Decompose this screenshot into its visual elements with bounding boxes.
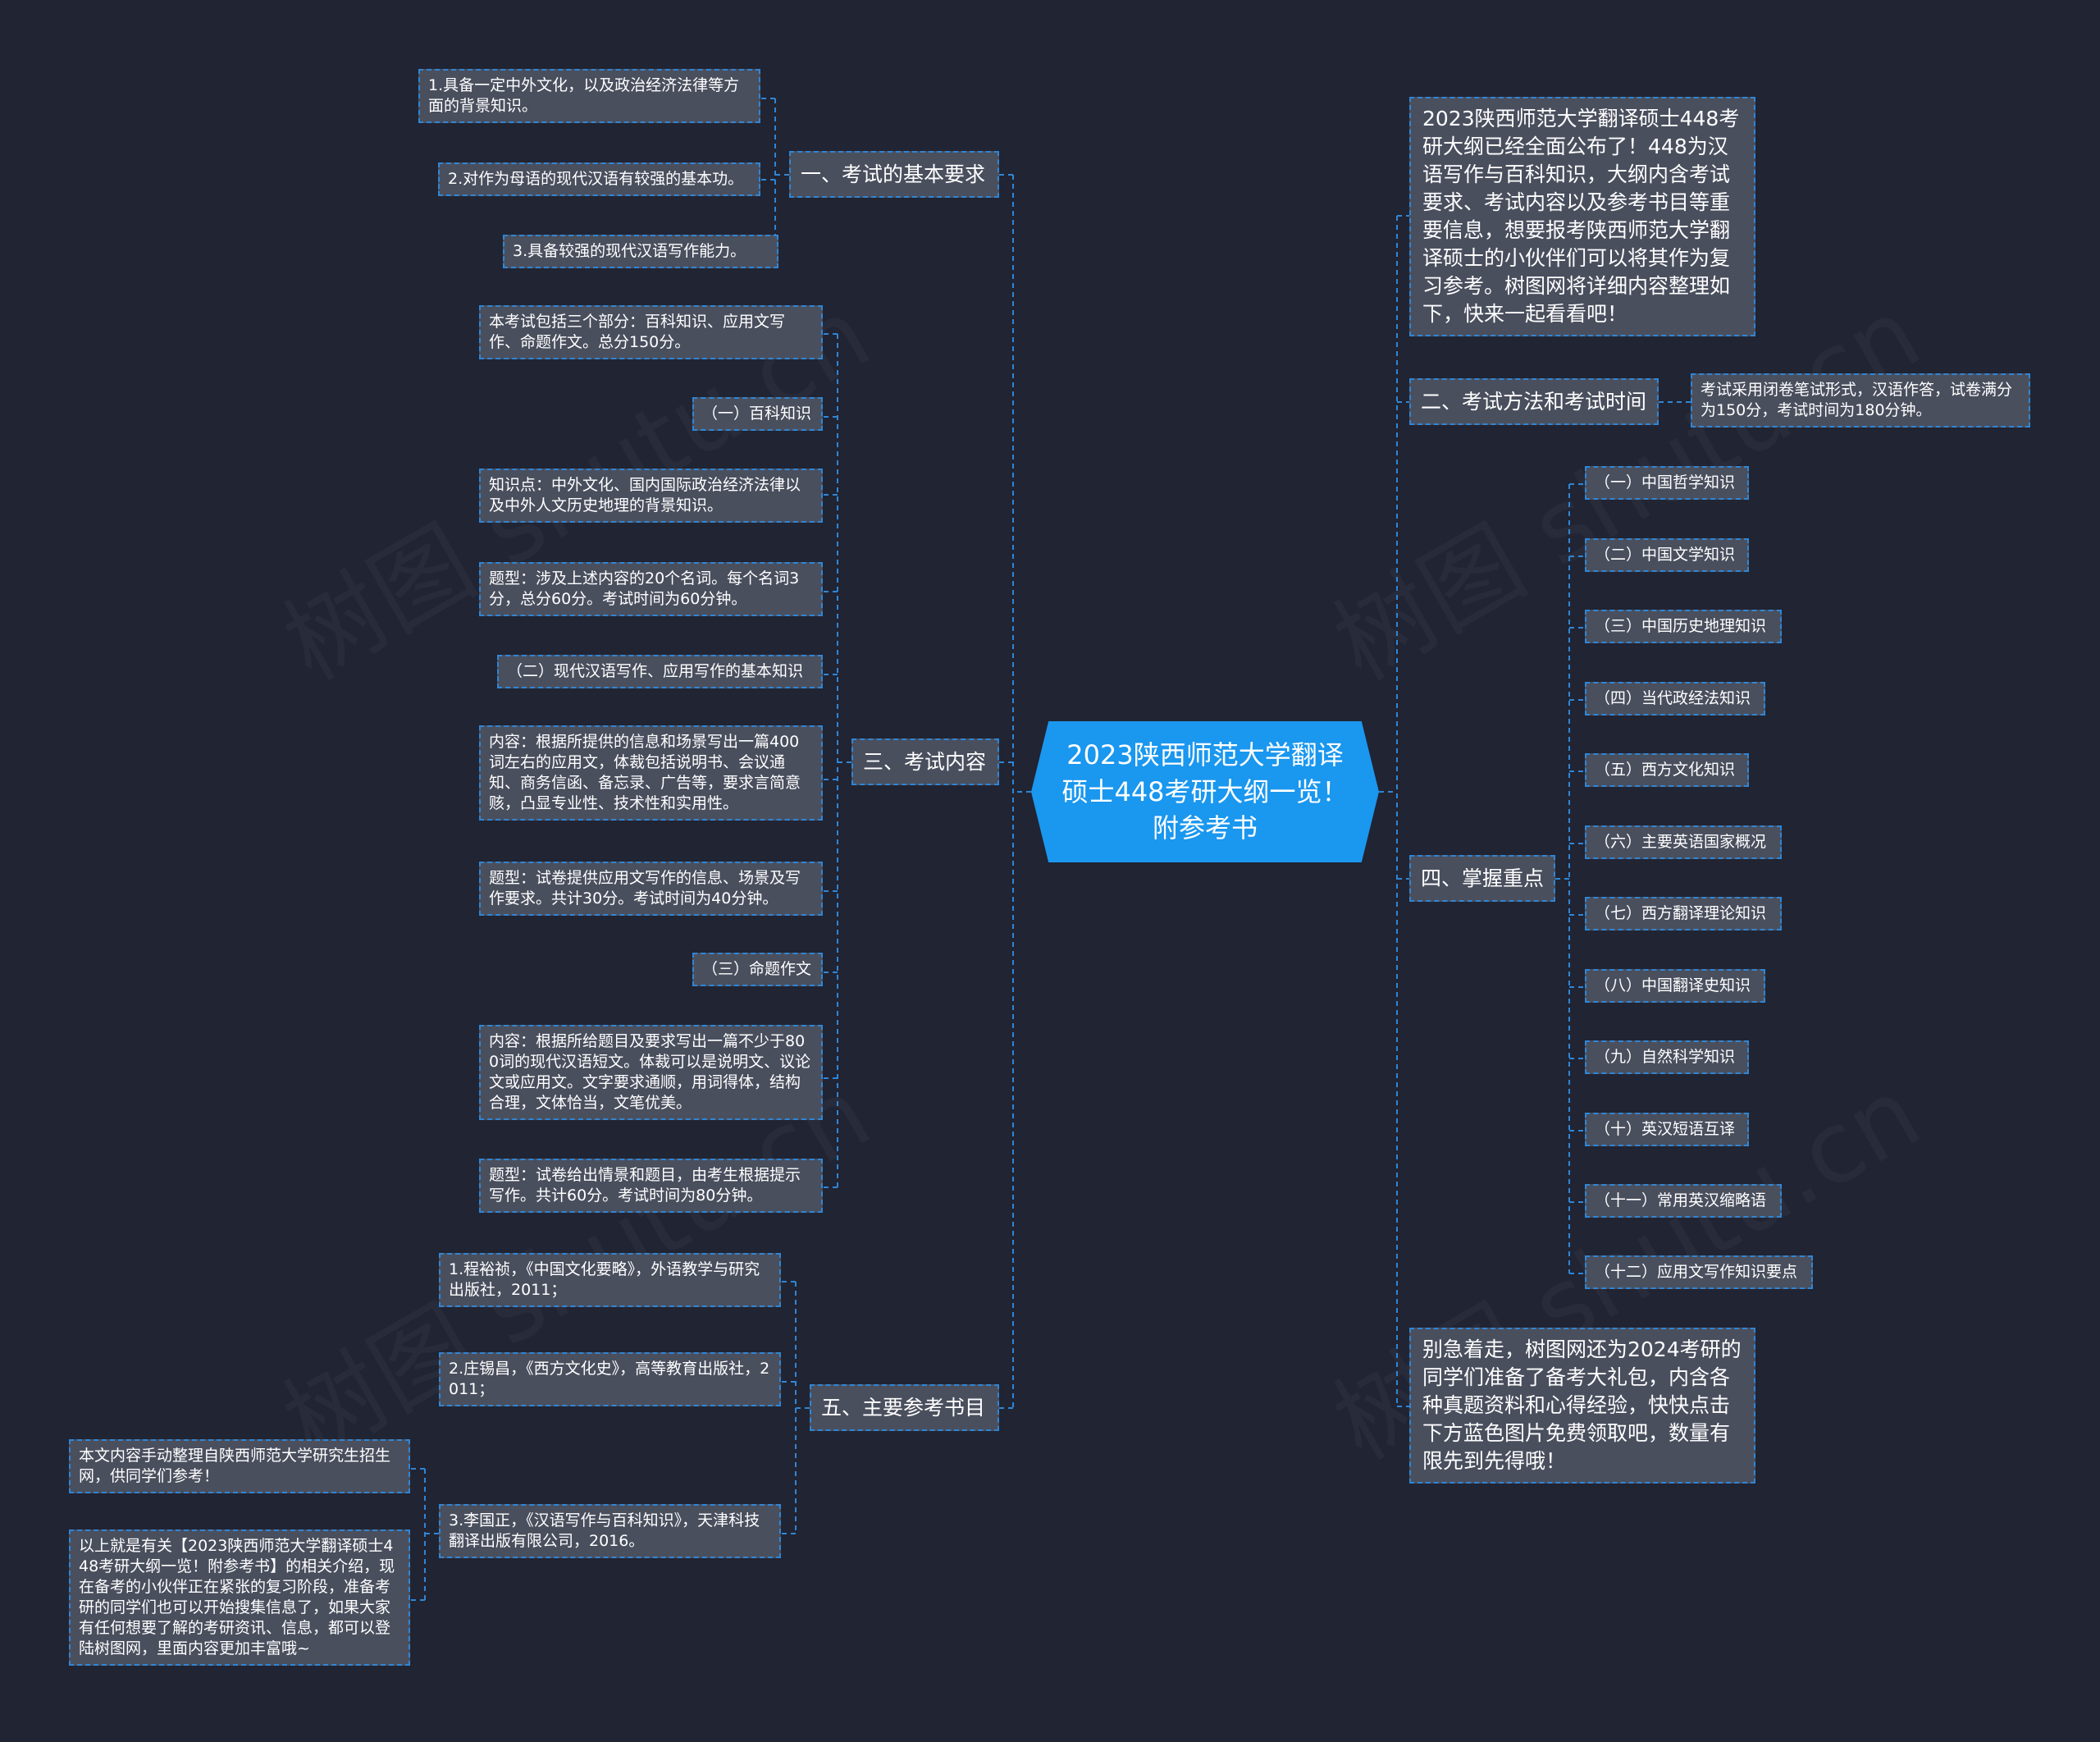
leaf-section-writing[interactable]: （二）现代汉语写作、应用写作的基本知识 bbox=[497, 655, 823, 689]
leaf-source-note[interactable]: 本文内容手动整理自陕西师范大学研究生招生网，供同学们参考！ bbox=[69, 1439, 410, 1494]
leaf-key-point-5[interactable]: （五）西方文化知识 bbox=[1585, 753, 1749, 788]
leaf-key-point-7[interactable]: （七）西方翻译理论知识 bbox=[1585, 897, 1782, 931]
topic-reference-books[interactable]: 五、主要参考书目 bbox=[810, 1384, 999, 1431]
leaf-book-3[interactable]: 3.李国正，《汉语写作与百科知识》，天津科技翻译出版有限公司，2016。 bbox=[439, 1504, 781, 1559]
leaf-exam-parts[interactable]: 本考试包括三个部分：百科知识、应用文写作、命题作文。总分150分。 bbox=[479, 305, 823, 360]
leaf-section-encyclopedia[interactable]: （一）百科知识 bbox=[692, 397, 823, 432]
leaf-key-point-4[interactable]: （四）当代政经法知识 bbox=[1585, 682, 1765, 716]
leaf-question-type-1[interactable]: 题型：涉及上述内容的20个名词。每个名词3分，总分60分。考试时间为60分钟。 bbox=[479, 562, 823, 617]
leaf-closing-note[interactable]: 以上就是有关【2023陕西师范大学翻译硕士448考研大纲一览！附参考书】的相关介… bbox=[69, 1529, 410, 1667]
leaf-question-type-2[interactable]: 题型：试卷提供应用文写作的信息、场景及写作要求。共计30分。考试时间为40分钟。 bbox=[479, 862, 823, 917]
leaf-section-essay[interactable]: （三）命题作文 bbox=[692, 953, 823, 987]
leaf-key-point-6[interactable]: （六）主要英语国家概况 bbox=[1585, 825, 1782, 860]
leaf-requirement-3[interactable]: 3.具备较强的现代汉语写作能力。 bbox=[503, 235, 778, 269]
leaf-requirement-2[interactable]: 2.对作为母语的现代汉语有较强的基本功。 bbox=[438, 162, 760, 197]
leaf-key-point-1[interactable]: （一）中国哲学知识 bbox=[1585, 466, 1749, 501]
topic-exam-method[interactable]: 二、考试方法和考试时间 bbox=[1409, 378, 1659, 425]
leaf-question-type-3[interactable]: 题型：试卷给出情景和题目，由考生根据提示写作。共计60分。考试时间为80分钟。 bbox=[479, 1159, 823, 1214]
leaf-key-point-10[interactable]: （十）英汉短语互译 bbox=[1585, 1113, 1749, 1147]
leaf-content-applied-writing[interactable]: 内容：根据所提供的信息和场景写出一篇400词左右的应用文，体裁包括说明书、会议通… bbox=[479, 725, 823, 821]
leaf-key-point-11[interactable]: （十一）常用英汉缩略语 bbox=[1585, 1184, 1782, 1218]
leaf-key-point-9[interactable]: （九）自然科学知识 bbox=[1585, 1040, 1749, 1075]
intro-summary[interactable]: 2023陕西师范大学翻译硕士448考研大纲已经全面公布了！448为汉语写作与百科… bbox=[1409, 97, 1755, 336]
leaf-book-2[interactable]: 2.庄锡昌，《西方文化史》，高等教育出版社，2011； bbox=[439, 1352, 781, 1407]
root-topic[interactable]: 2023陕西师范大学翻译硕士448考研大纲一览！附参考书 bbox=[1031, 721, 1379, 862]
leaf-content-essay[interactable]: 内容：根据所给题目及要求写出一篇不少于800词的现代汉语短文。体裁可以是说明文、… bbox=[479, 1025, 823, 1121]
leaf-requirement-1[interactable]: 1.具备一定中外文化，以及政治经济法律等方面的背景知识。 bbox=[418, 69, 760, 124]
leaf-exam-method-detail[interactable]: 考试采用闭卷笔试形式，汉语作答，试卷满分为150分，考试时间为180分钟。 bbox=[1691, 373, 2030, 428]
promo-note[interactable]: 别急着走，树图网还为2024考研的同学们准备了备考大礼包，内含各种真题资料和心得… bbox=[1409, 1328, 1755, 1484]
leaf-key-point-8[interactable]: （八）中国翻译史知识 bbox=[1585, 969, 1765, 1004]
topic-key-points[interactable]: 四、掌握重点 bbox=[1409, 855, 1555, 902]
topic-basic-requirements[interactable]: 一、考试的基本要求 bbox=[789, 151, 999, 198]
leaf-book-1[interactable]: 1.程裕祯，《中国文化要略》，外语教学与研究出版社，2011； bbox=[439, 1253, 781, 1308]
leaf-key-point-3[interactable]: （三）中国历史地理知识 bbox=[1585, 610, 1782, 644]
leaf-key-point-12[interactable]: （十二）应用文写作知识要点 bbox=[1585, 1255, 1813, 1290]
leaf-key-point-2[interactable]: （二）中国文学知识 bbox=[1585, 538, 1749, 573]
topic-exam-content[interactable]: 三、考试内容 bbox=[851, 738, 999, 785]
leaf-knowledge-points[interactable]: 知识点：中外文化、国内国际政治经济法律以及中外人文历史地理的背景知识。 bbox=[479, 469, 823, 524]
